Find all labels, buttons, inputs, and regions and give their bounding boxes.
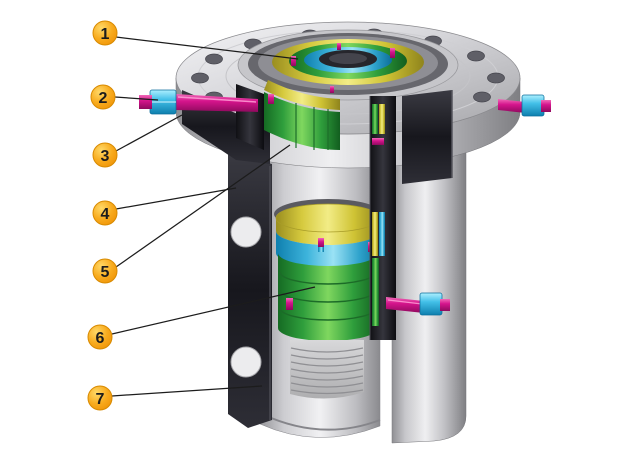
casing-bottom-rim xyxy=(261,413,381,431)
lock-screw-tip xyxy=(541,100,551,112)
threaded-casing-section xyxy=(290,340,364,399)
callout-circle xyxy=(92,142,118,168)
left-cut-plate xyxy=(228,152,272,428)
thread-line xyxy=(290,375,364,381)
seal-element-magenta xyxy=(268,94,274,104)
hanger-seal-yellow-side xyxy=(276,218,380,245)
section-magenta xyxy=(372,138,384,145)
callout-5: 5 xyxy=(92,258,118,284)
callout-3: 3 xyxy=(92,142,118,168)
seal-element-cyan xyxy=(318,247,324,252)
lock-screw-tip xyxy=(440,299,450,311)
section-green xyxy=(372,258,379,326)
callout-circle xyxy=(87,385,113,411)
upper-hanger-green-body xyxy=(264,92,340,150)
thread-line xyxy=(290,389,364,395)
hanger-seal-cyan-ring xyxy=(276,231,380,267)
bolt-hole-cross-section xyxy=(230,346,262,378)
lock-screw-right-upper xyxy=(498,94,551,117)
callout-number: 3 xyxy=(101,148,110,165)
leader-line-4 xyxy=(115,187,237,210)
leader-line-1 xyxy=(115,36,299,60)
callout-circle xyxy=(92,258,118,284)
lock-screw-tip xyxy=(139,95,152,109)
section-yellow xyxy=(379,104,385,134)
cut-block-face xyxy=(402,90,452,184)
lock-screw-highlight xyxy=(387,299,423,305)
seal-element-magenta xyxy=(337,43,341,50)
leader-line-6 xyxy=(111,286,316,335)
callout-circle xyxy=(92,200,118,226)
callout-number: 6 xyxy=(96,330,105,347)
upper-casing-hanger xyxy=(264,80,340,150)
thread-line xyxy=(290,354,364,360)
callout-1: 1 xyxy=(92,20,118,46)
thread-face xyxy=(290,340,364,399)
section-cyan xyxy=(379,212,385,256)
callout-7: 7 xyxy=(87,385,113,411)
bore-center-hole-inner xyxy=(329,53,367,64)
seal-element-magenta xyxy=(291,56,296,66)
callout-circle xyxy=(87,324,113,350)
hanger-seal-yellow-top xyxy=(275,203,381,233)
thread-line xyxy=(290,368,364,374)
upper-hanger-yellow-band xyxy=(264,80,340,110)
section-green xyxy=(372,104,378,134)
lock-screw-shaft xyxy=(498,99,526,113)
seal-element-magenta xyxy=(330,86,334,93)
bore-wall-cut-band xyxy=(369,96,396,340)
bolt-hole xyxy=(487,72,505,84)
lock-screw-nut-cyan xyxy=(419,292,443,316)
seal-element-magenta xyxy=(286,298,293,310)
bolt-hole xyxy=(191,72,209,84)
bolt-hole xyxy=(473,91,491,103)
leader-line-3 xyxy=(115,114,183,152)
leader-line-5 xyxy=(115,144,291,268)
callout-2: 2 xyxy=(90,84,116,110)
thread-line xyxy=(290,347,364,353)
lock-screw-nut-cyan xyxy=(521,94,545,117)
thread-line xyxy=(290,361,364,367)
callout-number: 5 xyxy=(101,264,110,281)
bore-seal-rings xyxy=(237,29,459,101)
hanger-body-green xyxy=(278,253,378,341)
seal-element-magenta xyxy=(318,238,324,247)
leader-lines xyxy=(111,36,316,397)
callout-number: 1 xyxy=(101,26,110,43)
callout-circle xyxy=(92,20,118,46)
lock-screw-highlight xyxy=(177,96,257,103)
flange-cut-face-right xyxy=(402,90,453,184)
bolt-hole-cross-section xyxy=(230,216,262,248)
callout-number: 2 xyxy=(99,90,108,107)
callout-number: 4 xyxy=(101,206,110,223)
section-yellow xyxy=(372,212,378,256)
lock-screw-right-middle xyxy=(386,292,450,316)
callout-number: 7 xyxy=(96,391,105,408)
leader-line-2 xyxy=(114,96,159,101)
thread-line xyxy=(290,382,364,388)
lower-casing-hanger xyxy=(274,199,382,341)
bolt-hole xyxy=(205,53,223,65)
callout-circle xyxy=(90,84,116,110)
leader-line-7 xyxy=(111,385,263,397)
callout-4: 4 xyxy=(92,200,118,226)
seal-element-magenta xyxy=(390,48,395,58)
bolt-hole xyxy=(467,50,485,62)
callout-6: 6 xyxy=(87,324,113,350)
